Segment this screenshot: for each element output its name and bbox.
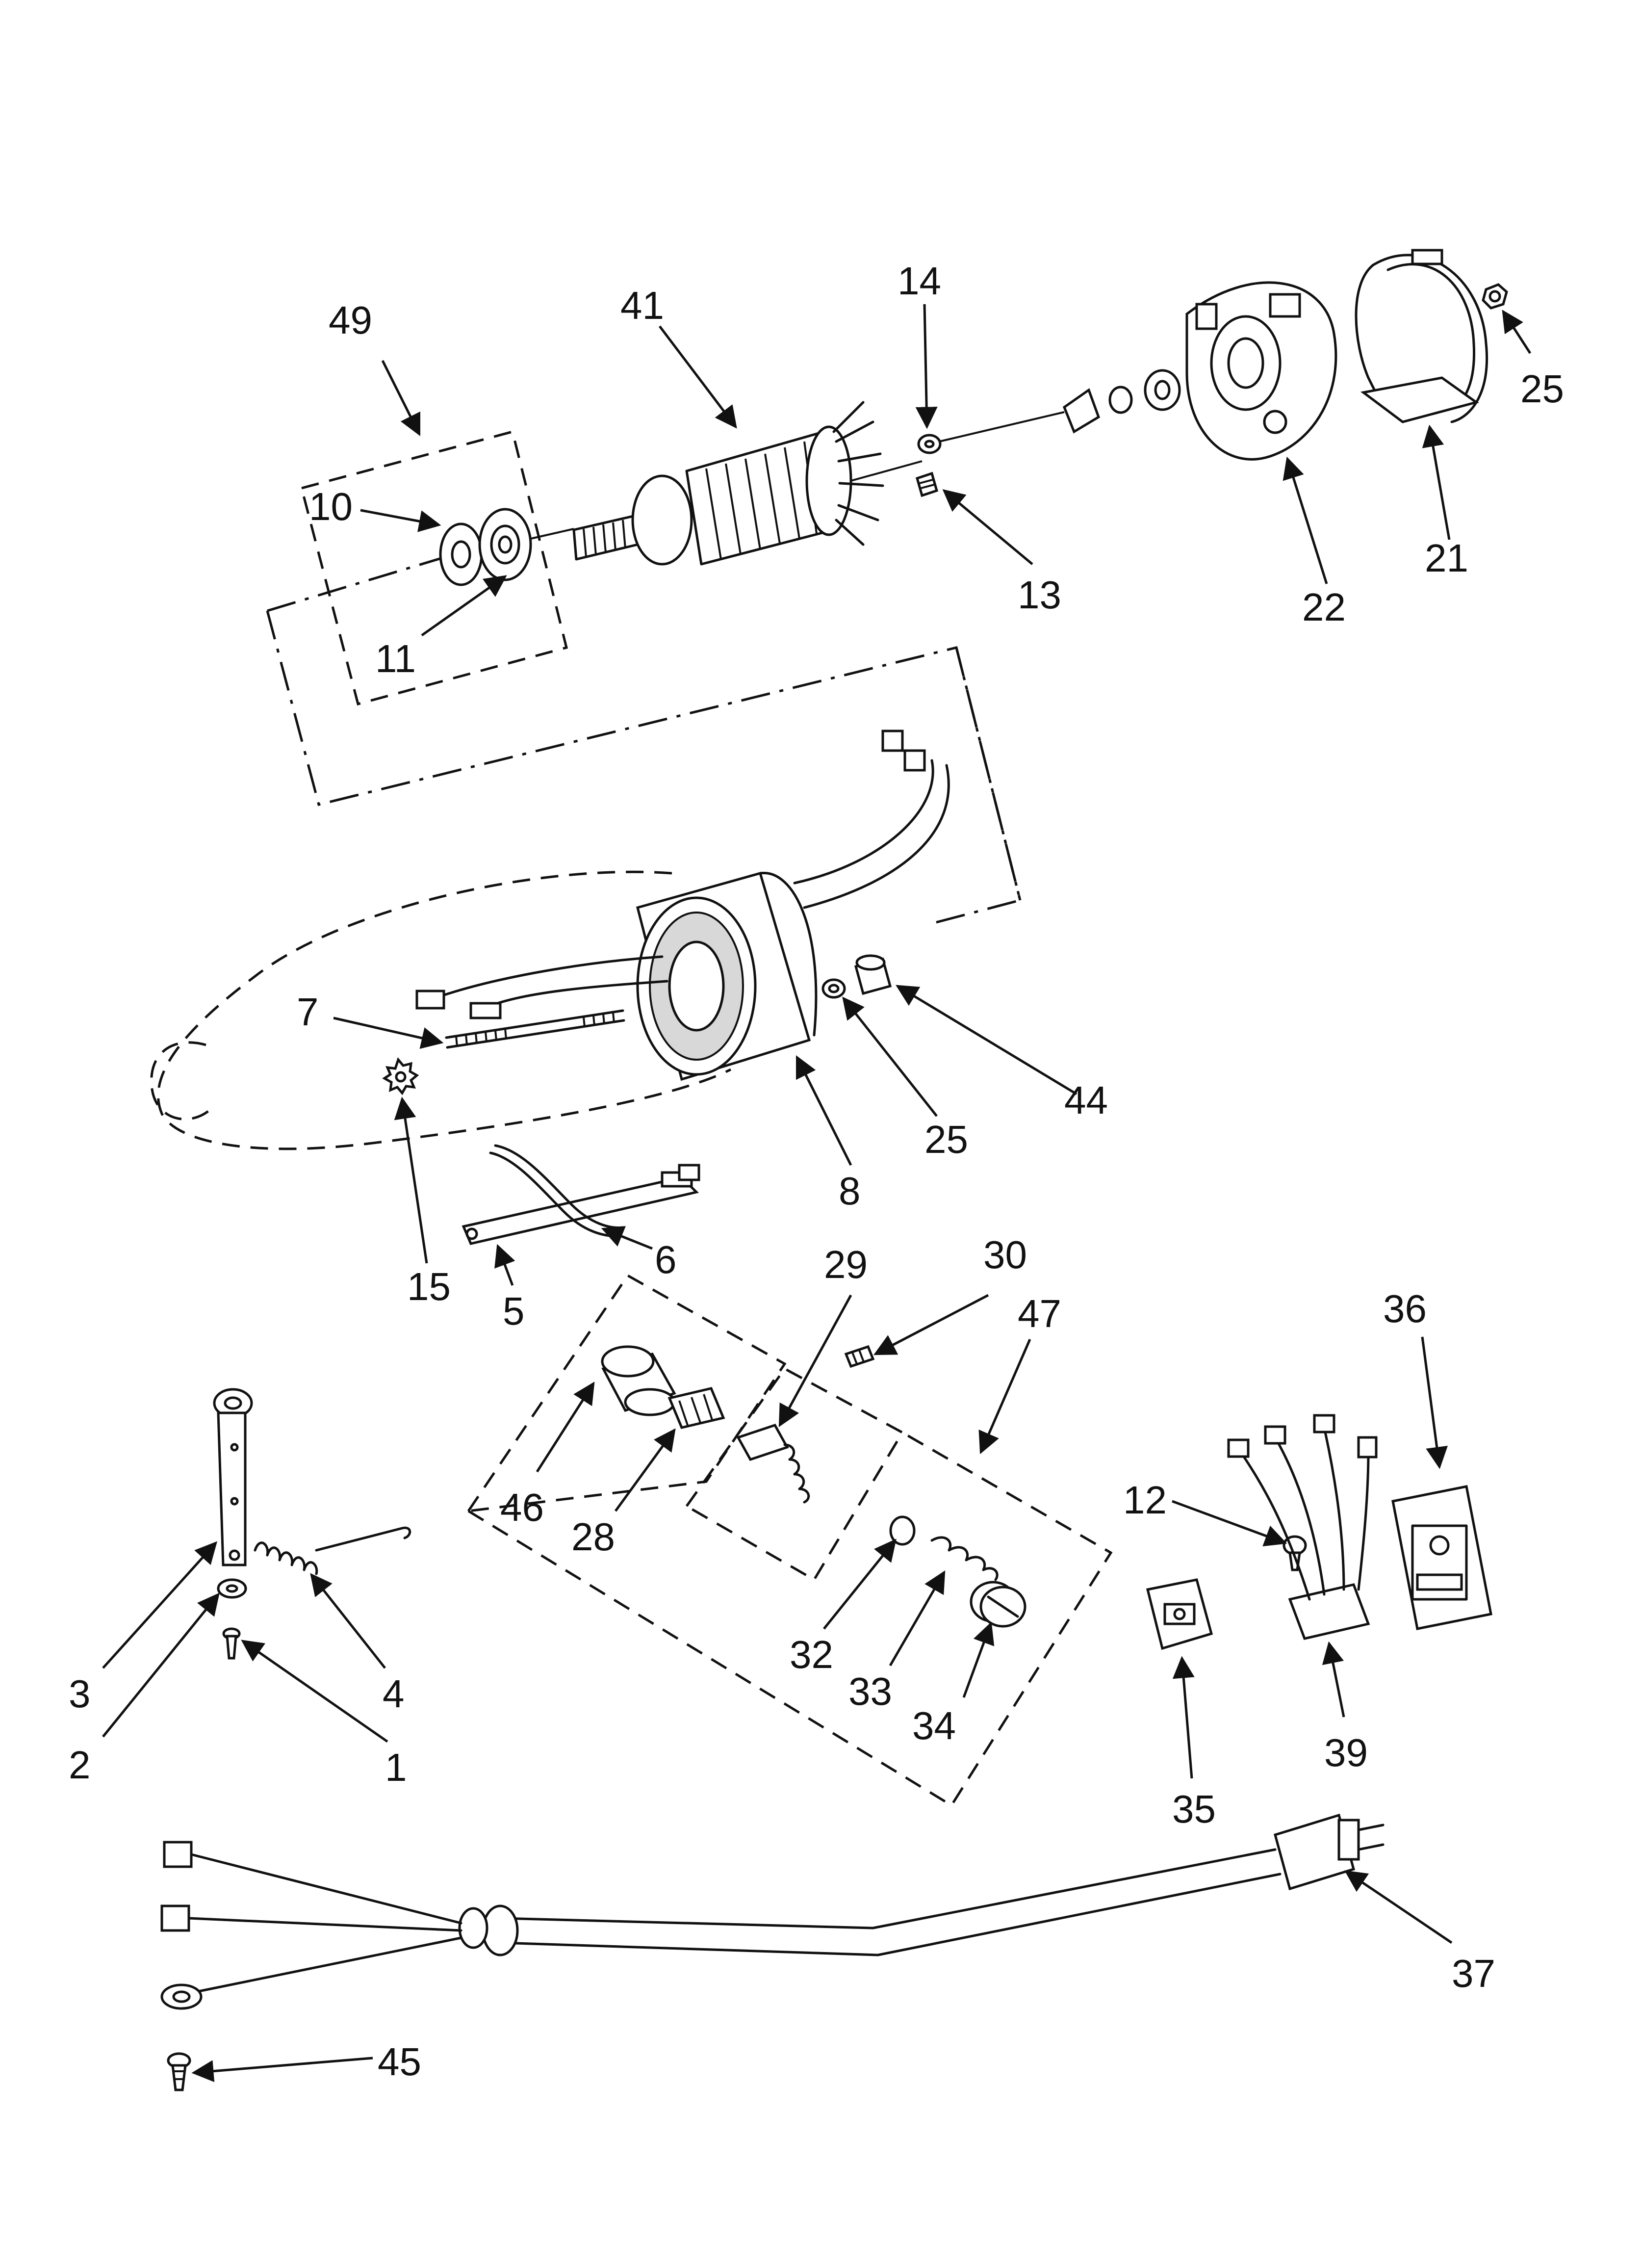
- sleeve-44: [854, 954, 892, 995]
- assembly-boundaries: [150, 430, 1113, 1807]
- label-25-top: 25: [1520, 367, 1564, 411]
- label-12: 12: [1123, 1478, 1167, 1522]
- label-14: 14: [898, 259, 941, 303]
- label-35: 35: [1172, 1787, 1216, 1831]
- screw-13: [915, 471, 939, 497]
- label-41: 41: [620, 284, 664, 327]
- label-44: 44: [1064, 1078, 1108, 1122]
- label-4: 4: [383, 1672, 405, 1716]
- label-13: 13: [1018, 573, 1061, 617]
- label-7: 7: [297, 990, 319, 1034]
- label-45: 45: [378, 2040, 421, 2084]
- star-washer-15: [382, 1057, 419, 1095]
- screw-12: [1283, 1535, 1307, 1571]
- spacer-25-mid: [821, 978, 846, 999]
- strap-5: [462, 1164, 700, 1245]
- label-28: 28: [571, 1515, 615, 1559]
- brush-29: [736, 1423, 810, 1504]
- terminal-block-39: [1227, 1414, 1378, 1640]
- callout-labels: 49 41 14 25 10 13 11 22 21 7 44 25 8 15 …: [69, 259, 1564, 2084]
- spring-4: [254, 1526, 411, 1575]
- bearing-11: [478, 508, 532, 581]
- screw-45: [167, 2052, 191, 2091]
- rod-7: [445, 1009, 625, 1049]
- label-21: 21: [1425, 536, 1468, 580]
- label-3: 3: [69, 1672, 91, 1716]
- field-8: [415, 730, 950, 1081]
- label-32: 32: [790, 1633, 833, 1676]
- armature-41: [572, 401, 923, 566]
- lever-3: [213, 1388, 253, 1566]
- label-1: 1: [385, 1746, 407, 1789]
- label-39: 39: [1324, 1731, 1368, 1774]
- nut-25-top: [1482, 283, 1508, 310]
- speed-control-36: [1391, 1485, 1492, 1630]
- label-46: 46: [500, 1486, 544, 1529]
- brush-holder-28: [667, 1387, 725, 1429]
- label-8: 8: [839, 1169, 861, 1213]
- sleeve-46: [601, 1345, 676, 1416]
- cap-32: [889, 1515, 916, 1546]
- label-37: 37: [1452, 1952, 1495, 1995]
- label-2: 2: [69, 1743, 91, 1787]
- screw-30: [844, 1345, 875, 1368]
- label-22: 22: [1302, 585, 1346, 629]
- label-5: 5: [503, 1289, 525, 1333]
- label-49: 49: [329, 298, 372, 342]
- label-34: 34: [912, 1704, 956, 1747]
- label-36: 36: [1383, 1287, 1427, 1330]
- label-30: 30: [983, 1233, 1027, 1277]
- label-47: 47: [1018, 1292, 1061, 1335]
- label-6: 6: [655, 1238, 677, 1281]
- label-15: 15: [407, 1265, 451, 1308]
- end-bell-hardware: [1062, 369, 1181, 434]
- leader-lines: [102, 304, 1532, 2083]
- end-bell-22: [1185, 281, 1337, 461]
- label-11: 11: [375, 637, 416, 680]
- power-cord-37: [160, 1813, 1385, 2010]
- label-33: 33: [848, 1669, 892, 1713]
- label-29: 29: [824, 1243, 868, 1286]
- bearing-10: [439, 522, 483, 586]
- washer-2: [217, 1578, 247, 1599]
- washer-14: [917, 434, 942, 454]
- spring-33: [930, 1536, 999, 1581]
- label-25-mid: 25: [924, 1118, 968, 1161]
- screw-1: [222, 1627, 241, 1660]
- band-21: [1355, 249, 1488, 423]
- switch-35: [1146, 1578, 1213, 1650]
- brush-cap-34: [970, 1581, 1026, 1628]
- label-10: 10: [309, 485, 353, 528]
